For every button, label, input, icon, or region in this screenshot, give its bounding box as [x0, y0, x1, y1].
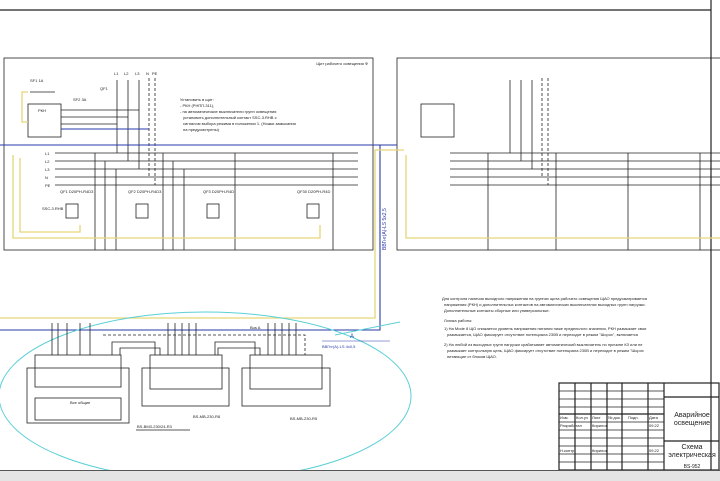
svg-text:сигналом выбора режима в полож: сигналом выбора режима в положении 1. (Н…	[183, 121, 296, 126]
svg-text:2) На любой из выходных групп: 2) На любой из выходных групп нагрузки с…	[444, 342, 643, 347]
output-groups: QF1 D20PH-R4D3 QF2 D20PH-R4D3 QF3 D20PH-…	[12, 153, 334, 250]
svg-text:Изм.: Изм.	[560, 415, 569, 420]
panel-title: Щит рабочего освещения Ф	[316, 61, 368, 66]
detail-callout-ellipse	[0, 311, 412, 480]
cable-marker: A	[350, 334, 354, 340]
module-bm3: Все общие BS-BM3-230/24-R3	[26, 354, 190, 431]
svg-text:QF3 D20PH-R4D: QF3 D20PH-R4D	[203, 189, 234, 194]
svg-text:L3: L3	[45, 167, 50, 172]
module-mb-r5: BS-MB-230-R5	[241, 354, 331, 421]
svg-text:Подп.: Подп.	[628, 415, 639, 420]
svg-text:Н.контр.: Н.контр.	[560, 448, 575, 453]
svg-text:SF1 1А: SF1 1А	[30, 78, 44, 83]
terminal-wires	[51, 323, 297, 355]
svg-text:QF1 D20PH-R4D3: QF1 D20PH-R4D3	[60, 189, 94, 194]
svg-text:BS-MB-230-R5: BS-MB-230-R5	[290, 416, 318, 421]
control-circuit: РКН SF1 1А SF2 3А	[21, 78, 149, 138]
bus-label: Bus A	[250, 325, 261, 330]
bus-bars: L1 L2 L3 N PE	[45, 151, 358, 188]
svg-text:Лист: Лист	[592, 415, 601, 420]
svg-text:09.22: 09.22	[649, 423, 660, 428]
svg-text:Разработал: Разработал	[560, 423, 582, 428]
svg-text:PE: PE	[45, 183, 51, 188]
lighting-panel-left: Щит рабочего освещения Ф L1 L2 L3 N PE L…	[3, 57, 374, 251]
module-mb-r8: BS-MB-230-R8	[141, 354, 230, 419]
drawing-code: BS-952	[684, 464, 701, 470]
title-block-subtitle: Схема электрическая	[668, 444, 716, 459]
svg-text:Все общие: Все общие	[70, 400, 91, 405]
power-cable-label: ВВГнг(А)-LS 5х2,5	[382, 208, 388, 250]
title-block-title: Аварийное освещение	[673, 412, 711, 427]
svg-text:Дата: Дата	[649, 415, 659, 420]
svg-text:установить дополнительный конт: установить дополнительный контакт SSC-3.…	[183, 115, 277, 120]
svg-text:SSC-3.RHB: SSC-3.RHB	[42, 206, 64, 211]
svg-text:09.22: 09.22	[649, 448, 660, 453]
operation-notes: Для контроля наличия выходного напряжени…	[442, 296, 647, 359]
svg-text:размыкается, ЩАО фиксирует отс: размыкается, ЩАО фиксирует отсутствие по…	[447, 332, 638, 337]
svg-text:BS-MB-230-R8: BS-MB-230-R8	[193, 414, 221, 419]
svg-text:N: N	[45, 175, 48, 180]
control-wire	[0, 149, 404, 319]
svg-text:L2: L2	[45, 159, 50, 164]
svg-text:SF2 3А: SF2 3А	[73, 97, 87, 102]
feeder: L1 L2 L3 N PE QF1	[100, 71, 158, 185]
svg-text:Кол.уч: Кол.уч	[576, 415, 588, 420]
panel-note: Установить в щит: - РКН (РНПП-311), - на…	[180, 97, 296, 132]
svg-text:питающие от блоков ЩАО.: питающие от блоков ЩАО.	[447, 354, 497, 359]
svg-text:L2: L2	[124, 71, 129, 76]
svg-text:РКН: РКН	[38, 108, 46, 113]
svg-text:QF1: QF1	[100, 86, 109, 91]
svg-text:QF2 D20PH-R4D3: QF2 D20PH-R4D3	[128, 189, 162, 194]
svg-text:Кирилов: Кирилов	[592, 423, 608, 428]
svg-text:на предусмотрены): на предусмотрены)	[183, 127, 220, 132]
svg-text:Логика работы:: Логика работы:	[444, 318, 472, 323]
svg-text:- РКН (РНПП-311),: - РКН (РНПП-311),	[180, 103, 214, 108]
svg-text:напряжения (РКН) и дополнитель: напряжения (РКН) и дополнительных контак…	[444, 302, 646, 307]
svg-text:Дополнительные контакты сборны: Дополнительные контакты сборные или унив…	[444, 308, 550, 313]
svg-text:№ док.: № док.	[608, 415, 621, 420]
svg-text:размыкает контрольную цепь, ЩА: размыкает контрольную цепь, ЩАО фиксируе…	[447, 348, 644, 353]
svg-text:N: N	[146, 71, 149, 76]
svg-text:Установить в щит:: Установить в щит:	[180, 97, 214, 102]
lighting-panel-right	[396, 57, 720, 251]
svg-text:L1: L1	[114, 71, 119, 76]
svg-text:PE: PE	[152, 71, 158, 76]
viewer-bottom-bar	[0, 470, 720, 481]
svg-text:- на автоматические выключател: - на автоматические выключатели групп ос…	[180, 109, 276, 114]
svg-text:L1: L1	[45, 151, 50, 156]
svg-text:1) На Мode 8 ЩО снижается уров: 1) На Мode 8 ЩО снижается уровень напряж…	[444, 326, 646, 331]
signal-return-wire	[0, 145, 381, 331]
svg-text:Кирилов: Кирилов	[592, 448, 608, 453]
svg-text:BS-BM3-230/24-R3: BS-BM3-230/24-R3	[137, 424, 173, 429]
svg-text:QF30 D20PH-R4D: QF30 D20PH-R4D	[297, 189, 330, 194]
signal-cable-label: ВВГнг(А)-LS 4х0,5	[322, 344, 356, 349]
svg-text:Для контроля наличия выходного: Для контроля наличия выходного напряжени…	[442, 296, 647, 301]
svg-text:L3: L3	[135, 71, 140, 76]
